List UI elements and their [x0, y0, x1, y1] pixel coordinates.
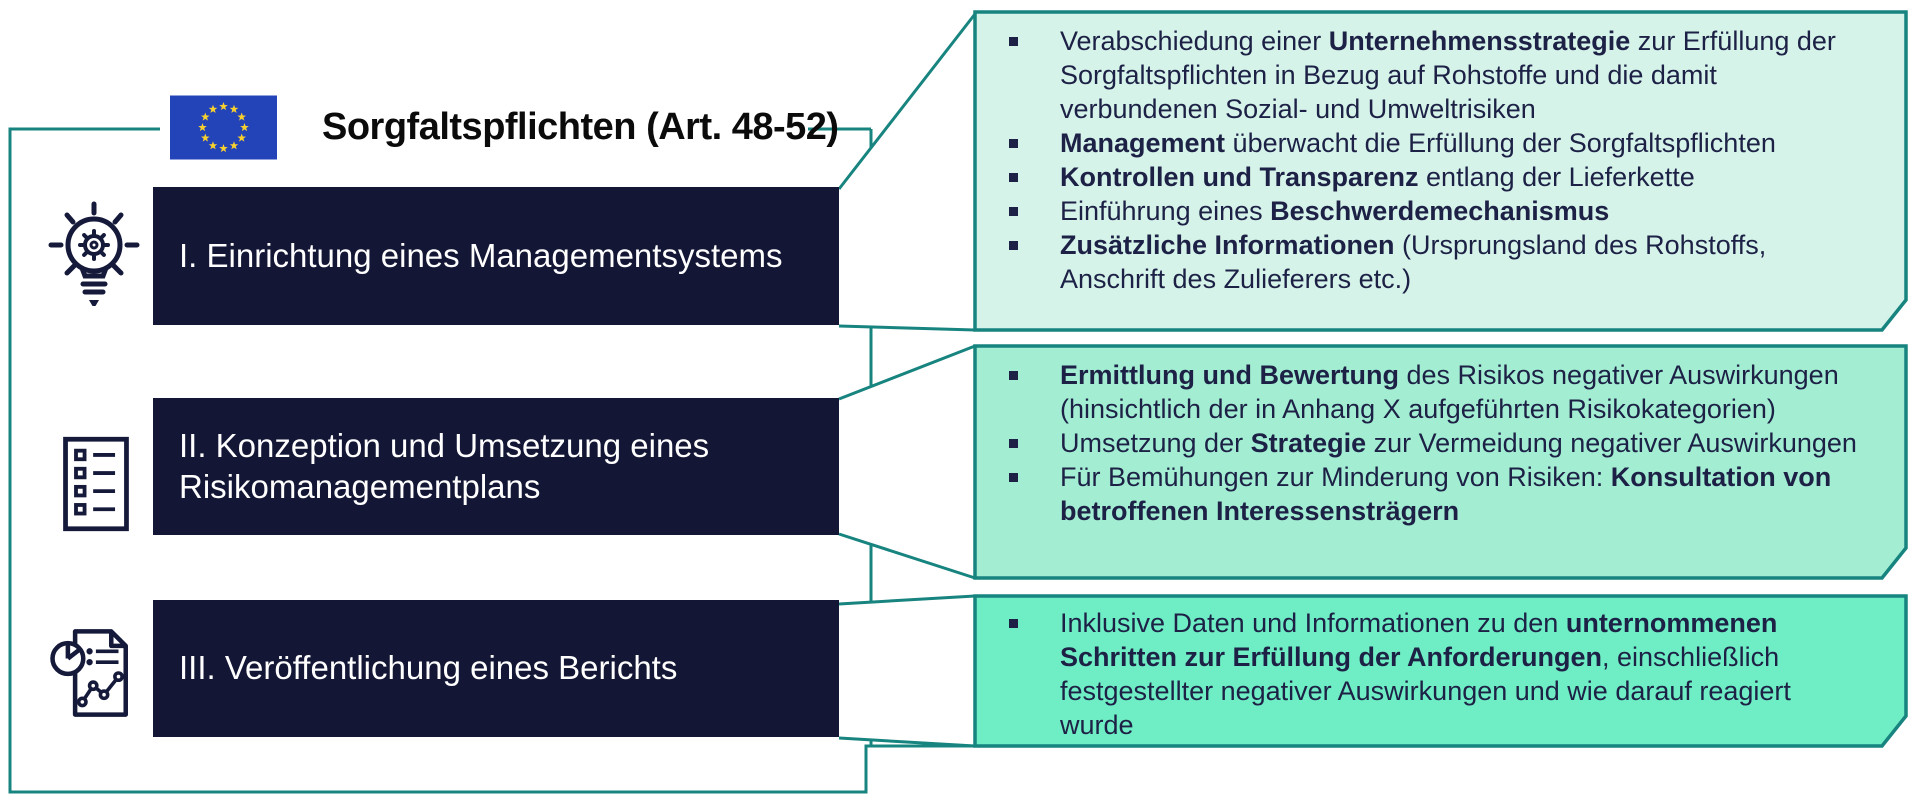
bullet-square-icon	[1009, 207, 1018, 216]
bullet-text: Verabschiedung einer Unternehmensstrateg…	[1060, 26, 1836, 124]
bullet-text: Für Bemühungen zur Minderung von Risiken…	[1060, 462, 1832, 526]
bullet-list: Inklusive Daten und Informationen zu den…	[1003, 606, 1865, 742]
funnel-2-bottom-line	[838, 532, 976, 580]
bullet-square-icon	[1009, 241, 1018, 250]
callout-3: Inklusive Daten und Informationen zu den…	[1003, 606, 1865, 742]
bullet-text: Kontrollen und Transparenz entlang der L…	[1060, 162, 1695, 192]
callout-box-1	[973, 10, 1908, 332]
bullet-square-icon	[1009, 473, 1018, 482]
funnel-fill-1	[839, 14, 975, 330]
bullet-item: Ermittlung und Bewertung des Risikos neg…	[1003, 358, 1865, 426]
step-box-report-publication: III. Veröffentlichung eines Berichts	[153, 600, 839, 737]
bullet-square-icon	[1009, 619, 1018, 628]
bullet-text: Umsetzung der Strategie zur Vermeidung n…	[1060, 428, 1857, 458]
bullet-square-icon	[1009, 37, 1018, 46]
bullet-text: Management überwacht die Erfüllung der S…	[1060, 128, 1776, 158]
step-label: III. Veröffentlichung eines Berichts	[179, 649, 678, 687]
bullet-item: Kontrollen und Transparenz entlang der L…	[1003, 160, 1865, 194]
eu-flag-stars	[198, 102, 249, 153]
funnel-fill-2	[839, 346, 975, 578]
funnel-1-bottom-line	[838, 324, 976, 332]
funnel-2-top-line	[838, 344, 976, 401]
funnel-fill-3	[839, 596, 975, 746]
step-label: II. Konzeption und Umsetzung eines Risik…	[179, 427, 710, 505]
bullet-item: Zusätzliche Informationen (Ursprungsland…	[1003, 228, 1865, 296]
page-title: Sorgfaltspflichten (Art. 48-52)	[322, 106, 839, 148]
bullet-list: Verabschiedung einer Unternehmensstrateg…	[1003, 24, 1865, 296]
bullet-item: Für Bemühungen zur Minderung von Risiken…	[1003, 460, 1865, 528]
bullet-item: Einführung eines Beschwerdemechanismus	[1003, 194, 1865, 228]
bullet-square-icon	[1009, 371, 1018, 380]
bullet-list: Ermittlung und Bewertung des Risikos neg…	[1003, 358, 1865, 528]
step-box-management-system: I. Einrichtung eines Managementsystems	[153, 187, 839, 325]
funnel-3-top-line	[838, 594, 976, 606]
funnel-1-top-line	[837, 13, 977, 190]
bullet-text: Inklusive Daten und Informationen zu den…	[1060, 608, 1791, 740]
report-chart-icon	[50, 629, 128, 717]
bullet-item: Umsetzung der Strategie zur Vermeidung n…	[1003, 426, 1865, 460]
callout-1: Verabschiedung einer Unternehmensstrateg…	[1003, 24, 1865, 296]
bullet-item: Verabschiedung einer Unternehmensstrateg…	[1003, 24, 1865, 126]
checklist-icon	[63, 436, 129, 532]
eu-flag-icon	[170, 95, 277, 160]
bullet-square-icon	[1009, 439, 1018, 448]
bullet-text: Einführung eines Beschwerdemechanismus	[1060, 196, 1610, 226]
step-box-risk-management-plan: II. Konzeption und Umsetzung eines Risik…	[153, 398, 839, 535]
bullet-square-icon	[1009, 139, 1018, 148]
callout-box-3	[973, 594, 1908, 748]
bullet-square-icon	[1009, 173, 1018, 182]
step-label: I. Einrichtung eines Managementsystems	[179, 236, 783, 274]
idea-lightbulb-icon	[48, 201, 140, 306]
bullet-text: Ermittlung und Bewertung des Risikos neg…	[1060, 360, 1839, 424]
bullet-text: Zusätzliche Informationen (Ursprungsland…	[1060, 230, 1767, 294]
bullet-item: Inklusive Daten und Informationen zu den…	[1003, 606, 1865, 742]
callout-2: Ermittlung und Bewertung des Risikos neg…	[1003, 358, 1865, 528]
bracket-outline	[8, 127, 974, 794]
bullet-item: Management überwacht die Erfüllung der S…	[1003, 126, 1865, 160]
callout-box-2	[973, 344, 1908, 580]
